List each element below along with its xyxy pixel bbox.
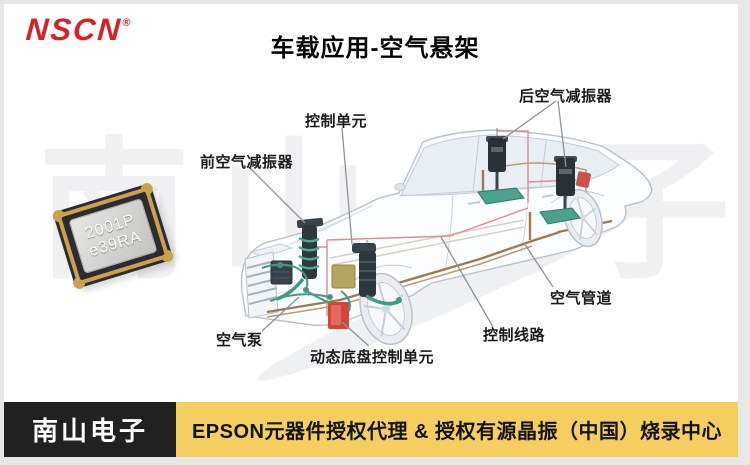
leader-lines — [247, 100, 567, 347]
footer-brand: 南山电子 — [4, 402, 176, 457]
rear-valve-block — [575, 171, 591, 188]
label-control-line: 控制线路 — [483, 327, 546, 344]
label-rear-air-shock-absorber: 后空气减振器 — [519, 88, 613, 105]
page-title: 车载应用-空气悬架 — [270, 35, 480, 62]
air-pump-unit — [270, 260, 356, 289]
side-mirror — [394, 183, 406, 191]
label-air-pipe: 空气管道 — [550, 290, 613, 307]
dynamic-chassis-control-unit-box — [328, 302, 349, 329]
rear-wheel — [563, 188, 603, 248]
label-front-air-shock-absorber: 前空气减振器 — [200, 154, 294, 171]
footer-tagline: EPSON元器件授权代理 & 授权有源晶振（中国）烧录中心 — [176, 402, 738, 457]
rear-shock-absorbers — [477, 128, 591, 225]
front-shock-absorbers — [276, 217, 402, 306]
label-control-unit: 控制单元 — [305, 113, 368, 130]
reservoir-block — [331, 264, 356, 289]
grille — [244, 251, 279, 319]
label-dynamic-chassis-control-unit: 动态底盘控制单元 — [310, 349, 435, 366]
control-unit-box — [352, 243, 376, 253]
footer-bar: 南山电子 EPSON元器件授权代理 & 授权有源晶振（中国）烧录中心 — [4, 402, 738, 457]
wiring-harness — [261, 262, 351, 312]
label-air-pump: 空气泵 — [216, 332, 263, 349]
